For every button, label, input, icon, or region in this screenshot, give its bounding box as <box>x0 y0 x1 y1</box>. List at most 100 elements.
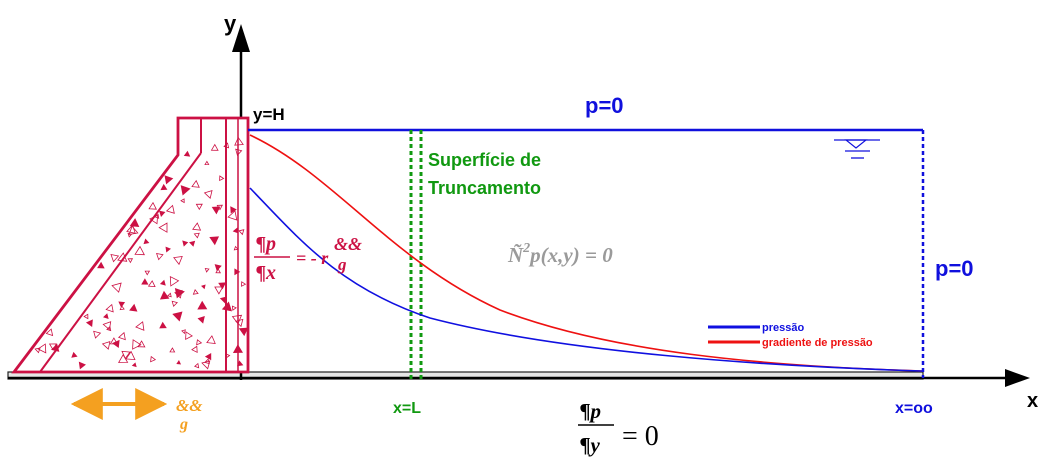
dam-inner-line-1 <box>39 152 202 373</box>
aggregate-stone <box>215 268 221 274</box>
aggregate-stone <box>127 258 134 264</box>
aggregate-stone <box>78 361 86 370</box>
pressure-gradient-curve <box>249 134 923 372</box>
aggregate-stone <box>85 319 93 328</box>
aggregate-stone <box>193 232 200 239</box>
legend-label-pressure: pressão <box>762 322 804 334</box>
aggregate-stone <box>167 292 172 298</box>
aggregate-stone <box>141 278 149 285</box>
aggregate-stone <box>173 256 183 266</box>
aggregate-stone <box>204 353 212 361</box>
x-axis <box>8 369 1030 387</box>
legend-label-gradient: gradiente de pressão <box>762 337 873 349</box>
dam-boundary-equation: ¶p ¶x = - r && g <box>254 233 362 284</box>
aggregate-stone <box>34 347 41 354</box>
aggregate-stone <box>155 252 164 261</box>
aggregate-stone <box>227 210 238 221</box>
aggregate-stone <box>37 343 47 354</box>
p0-top-label: p=0 <box>585 93 624 118</box>
aggregate-stone <box>169 347 176 353</box>
aggregate-stone <box>231 314 243 325</box>
aggregate-stone <box>172 311 183 322</box>
aggregate-stone <box>158 222 168 233</box>
aggregate-stone <box>101 341 111 350</box>
aggregate-stone <box>128 225 139 236</box>
aggregate-stone <box>182 240 189 247</box>
aggregate-stone <box>189 240 196 247</box>
aggregate-stone <box>214 264 222 272</box>
aggregate-stone <box>180 185 191 196</box>
aggregate-stone <box>231 305 237 311</box>
aggregate-stone <box>148 201 157 210</box>
aggregate-stone <box>210 143 219 151</box>
aggregate-stone <box>235 148 243 156</box>
aggregate-stone <box>176 359 182 365</box>
aggregate-stone <box>241 281 247 287</box>
truncation-label-line2: Truncamento <box>428 178 541 198</box>
aggregate-stone <box>183 150 191 157</box>
aggregate-stone <box>203 190 213 199</box>
aggregate-stone <box>143 238 150 245</box>
aggregate-stone <box>159 321 167 329</box>
aggregate-stone <box>204 160 210 166</box>
x-l-label: x=L <box>393 400 421 417</box>
aggregate-stone <box>225 353 231 359</box>
aggregate-stone <box>165 204 175 214</box>
aggregate-stone <box>174 287 185 299</box>
aggregate-stone <box>106 325 112 332</box>
aggregate-stone <box>119 305 125 311</box>
dam-eq-denominator: ¶x <box>256 262 276 284</box>
ground-accel-sub: g <box>179 416 188 433</box>
x-axis-label: x <box>1027 390 1038 412</box>
laplace-equation: Ñ2p(x,y) = 0 <box>507 241 613 267</box>
aggregate-stone <box>150 355 157 363</box>
aggregate-stone <box>197 316 205 324</box>
aggregate-stone <box>132 339 142 350</box>
aggregate-stone <box>171 300 178 307</box>
aggregate-stone <box>129 218 140 227</box>
dam <box>11 116 250 374</box>
laplace-symbol: Ñ <box>507 243 524 267</box>
aggregate-stone <box>204 268 210 273</box>
aggregate-stone <box>118 301 126 308</box>
aggregate-stone <box>117 252 128 262</box>
aggregate-stone <box>206 335 216 344</box>
aggregate-stone <box>192 222 202 231</box>
aggregate-stone <box>192 288 199 295</box>
aggregate-stone <box>147 280 156 288</box>
aggregate-stone <box>214 286 224 295</box>
aggregate-stone <box>112 339 120 349</box>
aggregate-stone <box>232 344 244 354</box>
pressure-curve <box>249 187 923 372</box>
aggregate-stone <box>105 303 114 313</box>
aggregate-stone <box>129 303 138 312</box>
aggregate-stone <box>211 206 221 215</box>
aggregate-stone <box>238 327 249 337</box>
aggregate-stone <box>218 282 227 290</box>
truncation-label-line1: Superfície de <box>428 150 541 170</box>
aggregate-stone <box>236 360 244 367</box>
aggregate-stone <box>131 362 137 368</box>
aggregate-stone <box>126 224 136 234</box>
bottom-boundary-equation: ¶p ¶y = 0 <box>578 399 659 457</box>
aggregate-stone <box>209 236 220 246</box>
aggregate-stone <box>194 362 200 369</box>
aggregate-stone <box>221 301 232 312</box>
aggregate-stone <box>180 198 185 204</box>
aggregate-stone <box>233 245 239 251</box>
dam-outline <box>11 116 250 374</box>
aggregate-stone <box>45 328 54 337</box>
aggregate-stone <box>204 358 210 365</box>
y-axis-label: y <box>224 11 237 36</box>
dam-eq-accel: && <box>334 234 362 254</box>
water-level-icon <box>834 139 880 159</box>
aggregate-stone <box>219 296 227 304</box>
y-h-label: y=H <box>253 105 285 124</box>
aggregate-stone <box>219 175 225 182</box>
aggregate-stone <box>191 345 198 353</box>
aggregate-stone <box>121 350 131 360</box>
aggregate-stone <box>234 136 244 146</box>
aggregate-stone <box>197 300 208 310</box>
aggregate-stone <box>135 321 145 331</box>
